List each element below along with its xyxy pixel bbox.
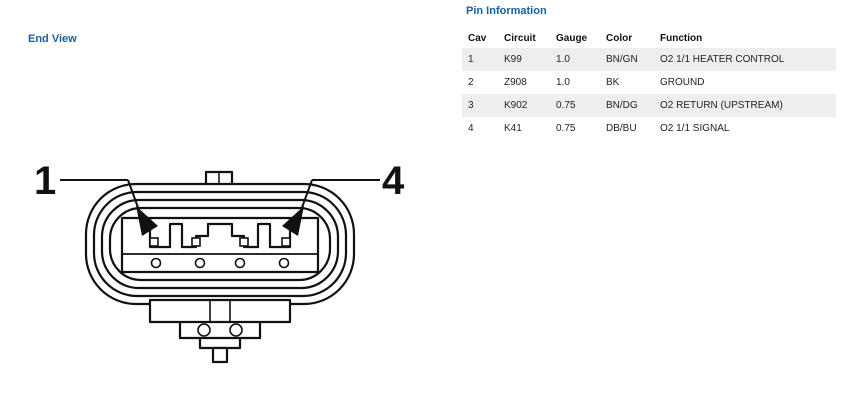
callout-label-4: 4 [382, 159, 405, 203]
terminal-hole-3 [234, 257, 246, 269]
circuit-cell: K902 [498, 94, 550, 117]
connector-end-view-diagram: 1 4 [34, 159, 405, 364]
pin-information-title: Pin Information [466, 5, 547, 17]
connector-shell-ring-3 [108, 206, 332, 282]
color-cell: BN/GN [600, 48, 654, 71]
callout-label-1: 1 [34, 159, 56, 203]
lower-lock-stem [211, 346, 229, 364]
color-cell: BK [606, 77, 620, 88]
lock-screw-right [229, 323, 243, 337]
gauge-cell: 1.0 [550, 48, 600, 71]
cav-cell: 3 [462, 94, 498, 117]
lock-screw-left [197, 323, 211, 337]
terminal-hole-2 [194, 257, 206, 269]
column-header-gauge: Gauge [556, 32, 588, 44]
pin-square-1 [149, 237, 159, 247]
function-cell: O2 RETURN (UPSTREAM) [654, 94, 836, 117]
table-header-row: Cav Circuit Gauge Color Function [462, 28, 836, 48]
circuit-cell: K41 [504, 123, 522, 134]
lower-lock-housing [178, 322, 262, 340]
column-header-cav: Cav [468, 32, 487, 44]
pin-square-2 [191, 237, 201, 247]
column-header-color: Color [606, 32, 633, 44]
lower-lock-bar [148, 298, 292, 324]
function-cell: O2 1/1 SIGNAL [660, 123, 730, 134]
pin-1-pointer-arrow [136, 206, 158, 236]
table-row: 3 K902 0.75 BN/DG O2 RETURN (UPSTREAM) [462, 94, 836, 117]
column-header-circuit: Circuit [504, 32, 536, 44]
terminal-hole-4 [278, 257, 290, 269]
cav-cell: 2 [468, 77, 474, 88]
table-row: 2 Z908 1.0 BK GROUND [462, 71, 836, 94]
terminal-cavity-walls [148, 218, 292, 249]
pin-4-pointer-arrow [282, 206, 304, 236]
connector-shell-ring-1 [92, 190, 348, 298]
connector-shell-ring-2 [100, 198, 340, 290]
pin-information-table: Cav Circuit Gauge Color Function 1 K99 1… [462, 28, 836, 140]
lower-lock-cap [198, 338, 242, 350]
cav-cell: 1 [462, 48, 498, 71]
circuit-cell: K99 [498, 48, 550, 71]
gauge-cell: 0.75 [556, 123, 576, 134]
table-row: 4 K41 0.75 DB/BU O2 1/1 SIGNAL [462, 117, 836, 140]
color-cell: DB/BU [606, 123, 637, 134]
gauge-cell: 1.0 [556, 77, 570, 88]
terminal-hole-1 [150, 257, 162, 269]
function-cell: GROUND [660, 77, 705, 88]
cav-cell: 4 [468, 123, 474, 134]
pin-square-3 [239, 237, 249, 247]
gauge-cell: 0.75 [550, 94, 600, 117]
end-view-title: End View [28, 33, 77, 45]
color-cell: BN/DG [600, 94, 654, 117]
column-header-function: Function [660, 32, 703, 44]
pin-square-4 [281, 237, 291, 247]
table-row: 1 K99 1.0 BN/GN O2 1/1 HEATER CONTROL [462, 48, 836, 71]
circuit-cell: Z908 [504, 77, 527, 88]
function-cell: O2 1/1 HEATER CONTROL [654, 48, 836, 71]
